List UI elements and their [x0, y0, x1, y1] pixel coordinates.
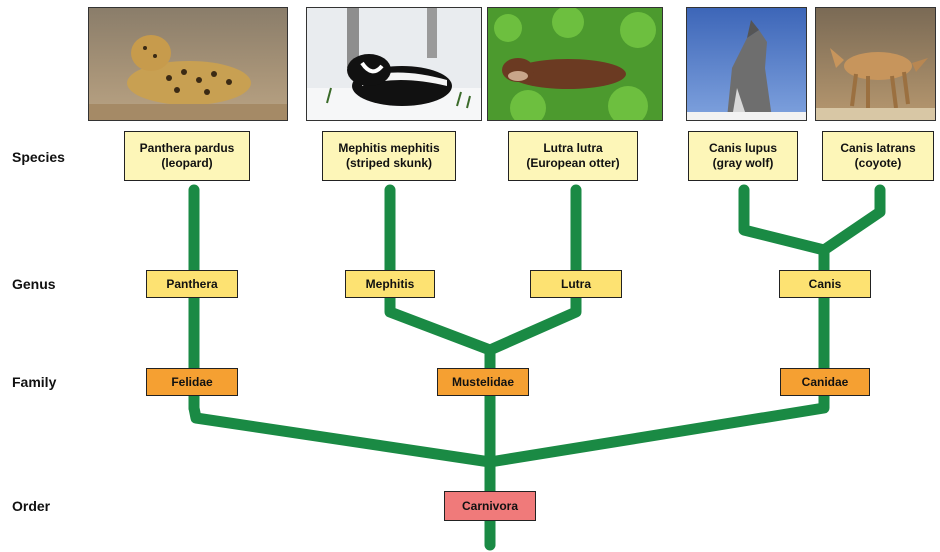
branch-wolf-to-canis: [738, 184, 830, 256]
branch-otter-to-lutra: [484, 184, 582, 356]
species-box-coyote: Canis latrans (coyote): [822, 131, 934, 181]
species-scientific-name: Canis lupus: [708, 141, 777, 155]
order-box-carnivora: Carnivora: [444, 491, 536, 521]
species-scientific-name: Canis latrans: [840, 141, 916, 155]
species-common-name: (leopard): [161, 156, 213, 170]
genus-box-panthera: Panthera: [146, 270, 238, 298]
species-common-name: (striped skunk): [345, 156, 432, 170]
rank-label-genus: Genus: [12, 276, 56, 292]
branch-skunk-to-mephitis: [384, 184, 496, 356]
leopard-photo: [88, 7, 288, 121]
coyote-photo: [815, 7, 936, 121]
family-box-felidae: Felidae: [146, 368, 238, 396]
genus-box-canis: Canis: [779, 270, 871, 298]
family-box-mustelidae: Mustelidae: [437, 368, 529, 396]
european-otter-photo: [487, 7, 663, 121]
gray-wolf-photo: [686, 7, 807, 121]
branch-coyote-to-canis: [818, 184, 886, 256]
species-box-gray-wolf: Canis lupus (gray wolf): [688, 131, 798, 181]
species-common-name: (European otter): [526, 156, 620, 170]
rank-label-family: Family: [12, 374, 57, 390]
rank-label-species: Species: [12, 149, 65, 165]
branch-canis-to-root: [484, 244, 830, 468]
species-box-striped-skunk: Mephitis mephitis (striped skunk): [322, 131, 456, 181]
genus-box-lutra: Lutra: [530, 270, 622, 298]
striped-skunk-photo: [306, 7, 482, 121]
species-common-name: (gray wolf): [712, 156, 774, 170]
species-common-name: (coyote): [854, 156, 902, 170]
branch-felidae-to-root: [188, 402, 496, 468]
rank-label-order: Order: [12, 498, 51, 514]
species-scientific-name: Mephitis mephitis: [338, 141, 440, 155]
species-scientific-name: Lutra lutra: [543, 141, 603, 155]
species-scientific-name: Panthera pardus: [139, 141, 235, 155]
genus-box-mephitis: Mephitis: [345, 270, 435, 298]
species-box-leopard: Panthera pardus (leopard): [124, 131, 250, 181]
species-box-european-otter: Lutra lutra (European otter): [508, 131, 638, 181]
family-box-canidae: Canidae: [780, 368, 870, 396]
